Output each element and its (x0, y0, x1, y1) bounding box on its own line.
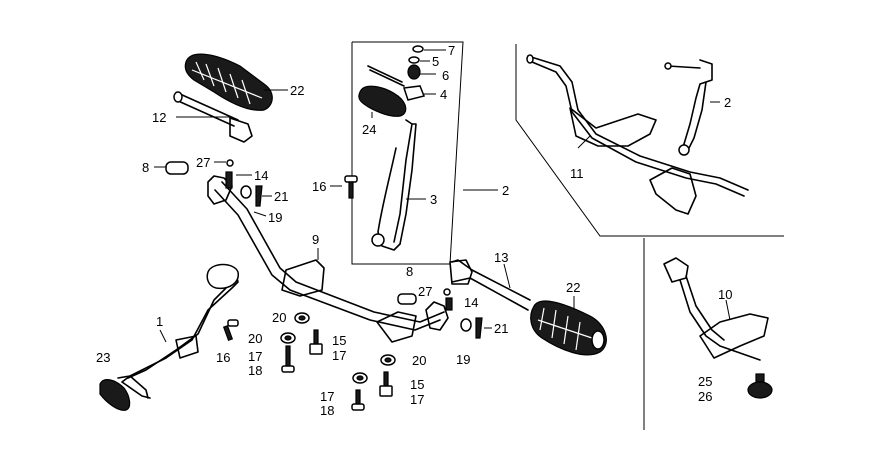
callout-9: 9 (312, 232, 319, 247)
footpeg-shaft-right (449, 259, 531, 311)
callout-17-d: 17 (320, 389, 334, 404)
spring-left (225, 159, 234, 189)
callout-22-right: 22 (566, 280, 580, 295)
callout-23: 23 (96, 350, 110, 365)
callout-24: 24 (362, 122, 376, 137)
callout-11: 11 (570, 166, 584, 181)
callout-8-left: 8 (142, 160, 149, 175)
kick-spring-6 (407, 64, 421, 80)
kick-arm (371, 119, 417, 251)
callout-19-left: 19 (268, 210, 282, 225)
callout-22-upper: 22 (290, 83, 304, 98)
bracket-assembly (663, 257, 769, 361)
spring-right (443, 288, 453, 311)
washer-19-left (240, 185, 252, 199)
callout-3: 3 (430, 192, 437, 207)
callout-20-c: 20 (412, 353, 426, 368)
kick-clip-7 (412, 45, 424, 53)
washer-20-b (280, 332, 296, 344)
callout-7: 7 (448, 43, 455, 58)
kick-washer-4 (402, 85, 426, 101)
callout-8-right: 8 (406, 264, 413, 279)
callout-labels: 22 12 8 27 14 21 19 16 3 2 7 5 6 4 24 9 … (96, 43, 732, 418)
callout-17-c: 17 (410, 392, 424, 407)
footpeg-shaft-upper (173, 91, 253, 143)
footpeg-bar-inset-frame (515, 44, 784, 237)
callout-15-a: 15 (332, 333, 346, 348)
callout-17-a: 17 (332, 348, 346, 363)
clip-21-left (255, 185, 263, 207)
footpeg-bar-assembly (526, 54, 749, 215)
callout-27-right: 27 (418, 284, 432, 299)
callout-2-main: 2 (502, 183, 509, 198)
leader-lines (159, 49, 731, 343)
kick-pin-rod (367, 65, 405, 87)
washer-20-d (352, 372, 368, 384)
pivot-pin-right (397, 293, 417, 305)
callout-20-a: 20 (272, 310, 286, 325)
callout-20-b: 20 (248, 331, 262, 346)
callout-10: 10 (718, 287, 732, 302)
callout-18-b: 18 (320, 403, 334, 418)
callout-17-b: 17 (248, 349, 262, 364)
footpeg-rubber-upper (184, 53, 273, 111)
footpeg-bar (207, 175, 449, 343)
callout-6: 6 (442, 68, 449, 83)
brake-pedal-rubber (99, 379, 131, 411)
callout-5: 5 (432, 54, 439, 69)
callout-27-left: 27 (196, 155, 210, 170)
bolt-18-b (351, 389, 365, 411)
pivot-pin-left (154, 161, 189, 175)
callout-18-a: 18 (248, 363, 262, 378)
brake-pedal (117, 263, 239, 399)
washer-20-c (380, 354, 396, 366)
washer-20-a (294, 312, 310, 324)
callout-14-left: 14 (254, 168, 268, 183)
clip-21-right (475, 317, 483, 339)
kick-rubber-24 (358, 85, 407, 117)
bolt-16-upper (344, 175, 358, 199)
washer-19-right (460, 318, 472, 332)
callout-16-lower: 16 (216, 350, 230, 365)
callout-26: 26 (698, 389, 712, 404)
bolt-16-lower (222, 319, 239, 342)
footpeg-rubber-right (530, 300, 607, 356)
nut-15-a (309, 329, 323, 355)
callout-2-inset: 2 (724, 95, 731, 110)
callout-16-upper: 16 (312, 179, 326, 194)
callout-21-left: 21 (274, 189, 288, 204)
inset-kick-arm (664, 59, 713, 156)
callout-12: 12 (152, 110, 166, 125)
nut-cap-25 (747, 373, 773, 399)
callout-13: 13 (494, 250, 508, 265)
kick-washer-5 (408, 56, 420, 64)
callout-1: 1 (156, 314, 163, 329)
callout-19-right: 19 (456, 352, 470, 367)
nut-15-b (379, 371, 393, 397)
callout-14-right: 14 (464, 295, 478, 310)
callout-21-right: 21 (494, 321, 508, 336)
bolt-18-a (281, 345, 295, 373)
callout-15-b: 15 (410, 377, 424, 392)
callout-4: 4 (440, 87, 447, 102)
callout-25: 25 (698, 374, 712, 389)
